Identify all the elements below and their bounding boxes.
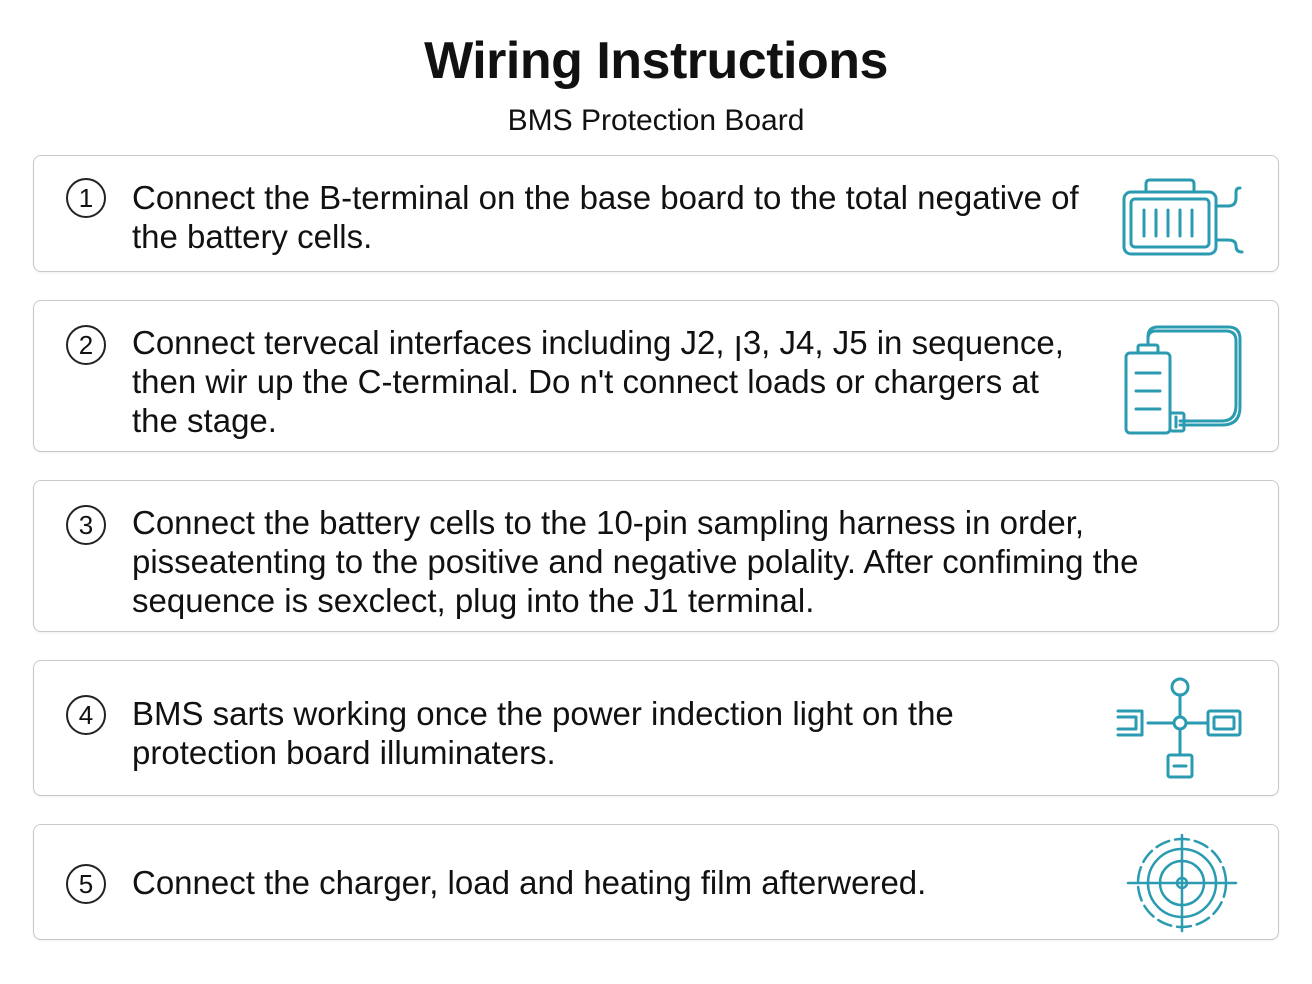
step-number-badge: 5 bbox=[66, 864, 106, 904]
step-number-badge: 2 bbox=[66, 325, 106, 365]
step-card-2: 2 Connect tervecal interfaces including … bbox=[33, 300, 1279, 452]
step-number-badge: 3 bbox=[66, 505, 106, 545]
step-number-badge: 1 bbox=[66, 178, 106, 218]
step-card-3: 3 Connect the battery cells to the 10-pi… bbox=[33, 480, 1279, 632]
page-title: Wiring Instructions bbox=[424, 32, 888, 90]
battery-cable-icon bbox=[1118, 325, 1248, 435]
step-text: Connect the battery cells to the 10-pin … bbox=[132, 504, 1139, 619]
step-card-4: 4 BMS sarts working once the power indec… bbox=[33, 660, 1279, 796]
step-number-badge: 4 bbox=[66, 695, 106, 735]
step-text: BMS sarts working once the power indecti… bbox=[132, 695, 954, 771]
page-subtitle: BMS Protection Board bbox=[507, 104, 805, 137]
step-card-1: 1 Connect the B-terminal on the base boa… bbox=[33, 155, 1279, 272]
battery-pack-icon bbox=[1116, 170, 1246, 260]
step-text: Connect the B-terminal on the base board… bbox=[132, 179, 1079, 255]
connection-node-icon bbox=[1114, 677, 1246, 785]
step-card-5: 5 Connect the charger, load and heating … bbox=[33, 824, 1279, 940]
target-crosshair-icon bbox=[1124, 833, 1240, 933]
step-text: Connect tervecal interfaces including J2… bbox=[132, 324, 1064, 439]
step-text: Connect the charger, load and heating fi… bbox=[132, 864, 927, 901]
